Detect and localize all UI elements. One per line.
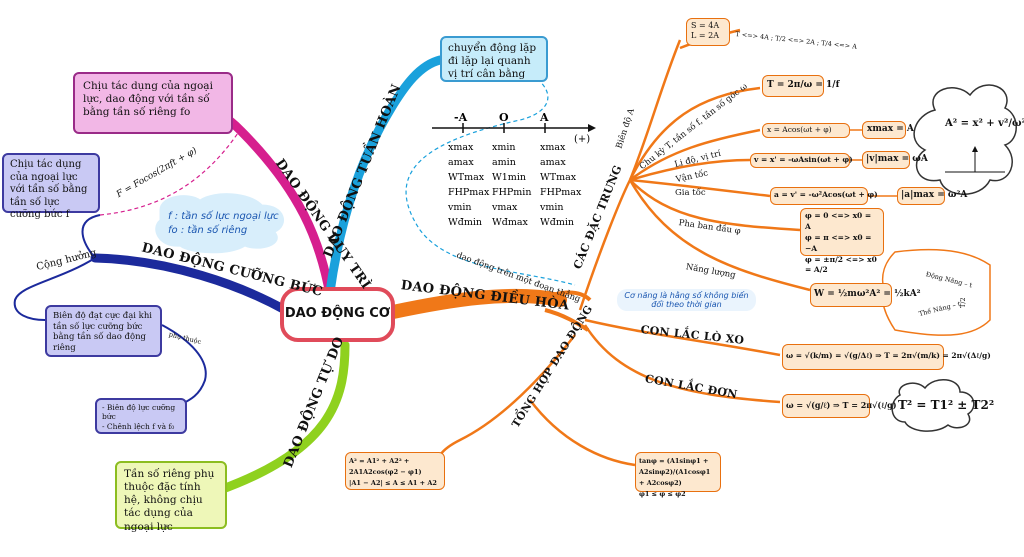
axis-tick-o: O	[499, 111, 509, 124]
line-cuong-buc-note	[81, 214, 101, 259]
center-node[interactable]: DAO ĐỘNG CƠ	[280, 287, 395, 342]
phase-line-2: φ = π <=> x0 = −A	[805, 232, 872, 253]
note-phu-thuoc[interactable]: - Biên độ lực cưỡng bức - Chênh lệch f v…	[95, 398, 187, 434]
branch-tuan-hoan	[325, 55, 445, 297]
axis-cell-0-5: Wđmin	[448, 217, 483, 228]
branch-tu-do	[215, 340, 350, 495]
line-tuan-hoan-dashed	[405, 59, 576, 286]
axis-cell-1-2: W1min	[492, 172, 526, 183]
branch-dieu-hoa-tail	[539, 290, 592, 332]
branch-cuong-buc	[90, 253, 290, 315]
note-tu-do[interactable]: Tần số riêng phụ thuộc đặc tính hệ, khôn…	[115, 461, 227, 533]
tan-phi-line-1: tanφ = (A1sinφ1 + A2sinφ2)/(A1cosφ1 + A2…	[639, 457, 711, 488]
tan-phi-line-2: φ1 ≤ φ ≤ φ2	[639, 490, 686, 499]
axis-cell-0-4: vmin	[448, 202, 472, 213]
axis-tick-a: A	[540, 111, 549, 124]
axis-cell-0-3: FHPmax	[448, 187, 490, 198]
line-phu-thuoc	[161, 324, 207, 406]
legend-f: f : tần số lực ngoại lực	[168, 211, 279, 222]
cloud-amplitude-shape	[913, 84, 1017, 195]
axis-cell-2-2: WTmax	[540, 172, 577, 183]
amp-sum-line-1: A² = A1² + A2² + 2A1A2cos(φ2 − φ1)	[349, 457, 422, 477]
note-tuan-hoan[interactable]: chuyển động lặp đi lặp lại quanh vị trí …	[440, 36, 548, 82]
formula-x: x = Acos(ωt + φ)	[762, 123, 850, 138]
line-cong-huong	[13, 257, 96, 321]
phu-thuoc-item-2: - Chênh lệch f và f₀	[102, 421, 175, 431]
axis-tick-neg-a: -A	[454, 111, 468, 124]
formula-energy: W = ½mω²A² = ½kA²	[810, 283, 921, 307]
formula-pendulum: ω = √(g/ℓ) ⇒ T = 2π√(ℓ/g)	[782, 394, 897, 418]
formula-cloud-top: A² = x² + v²/ω²	[945, 118, 1024, 129]
formula-tan-phi: tanφ = (A1sinφ1 + A2sinφ2)/(A1cosφ1 + A2…	[635, 452, 721, 498]
axis-cell-2-1: amax	[540, 157, 566, 168]
note-cuong-buc[interactable]: Chịu tác dụng của ngoại lực với tần số b…	[2, 153, 100, 220]
formula-xmax: xmax = A	[862, 121, 914, 139]
legend-fo: fo : tần số riêng	[168, 225, 248, 236]
formula-s: S = 4A	[691, 21, 720, 30]
label-co-nang: Cơ năng là hằng số không biến đổi theo t…	[617, 289, 756, 311]
axis-cell-0-0: xmax	[448, 142, 474, 153]
axis-cell-1-1: amin	[492, 157, 516, 168]
phase-line-1: φ = 0 <=> x0 = A	[805, 211, 872, 231]
formula-a: a = v' = -ω²Acos(ωt + φ)	[770, 187, 878, 205]
axis-cell-0-1: amax	[448, 157, 474, 168]
note-duy-tri[interactable]: Chịu tác dụng của ngoại lực, dao động vớ…	[73, 72, 233, 134]
axis-cell-2-0: xmax	[540, 142, 566, 153]
axis-cell-1-0: xmin	[492, 142, 516, 153]
cloud-period-shape	[891, 379, 975, 432]
axis-cell-1-3: FHPmin	[492, 187, 532, 198]
formula-amax: |a|max = ω²A	[897, 187, 967, 205]
axis-cell-2-4: vmin	[540, 202, 564, 213]
phu-thuoc-item-1: - Biên độ lực cưỡng bức	[102, 403, 176, 422]
axis-cell-1-5: Wđmax	[492, 217, 528, 228]
phase-line-3: φ = ±π/2 <=> x0 = A/2	[805, 254, 877, 275]
note-cong-huong[interactable]: Biên độ đạt cực đại khi tần số lực cưỡng…	[45, 305, 162, 357]
formula-amp-sum: A² = A1² + A2² + 2A1A2cos(φ2 − φ1) |A1 −…	[345, 452, 445, 490]
formula-v: v = x' = -ωAsin(ωt + φ)	[750, 153, 853, 168]
formula-period: T = 2π/ω = 1/f	[762, 75, 839, 97]
axis-cell-2-3: FHPmax	[540, 187, 582, 198]
amp-sum-line-2: |A1 − A2| ≤ A ≤ A1 + A2	[349, 479, 437, 488]
formula-l: L = 2A	[691, 31, 719, 40]
axis-end: (+)	[574, 134, 591, 145]
formula-vmax: |v|max = ωA	[862, 151, 928, 169]
line-force-dashed	[99, 129, 241, 216]
axis-cell-2-5: Wđmin	[540, 217, 575, 228]
label-gia-toc: Gia tốc	[675, 188, 706, 198]
axis-cell-0-2: WTmax	[448, 172, 485, 183]
formula-phase: φ = 0 <=> x0 = A φ = π <=> x0 = −A φ = ±…	[800, 208, 884, 274]
formula-connectors	[850, 129, 897, 197]
formula-spring: ω = √(k/m) = √(g/Δℓ) ⇒ T = 2π√(m/k) = 2π…	[782, 344, 991, 370]
cloud-legend-shape	[155, 193, 285, 254]
axis-cell-1-4: vmax	[492, 202, 518, 213]
formula-s-l: S = 4A L = 2A	[686, 18, 730, 46]
formula-period-sum: T² = T1² ± T2²	[898, 398, 995, 412]
